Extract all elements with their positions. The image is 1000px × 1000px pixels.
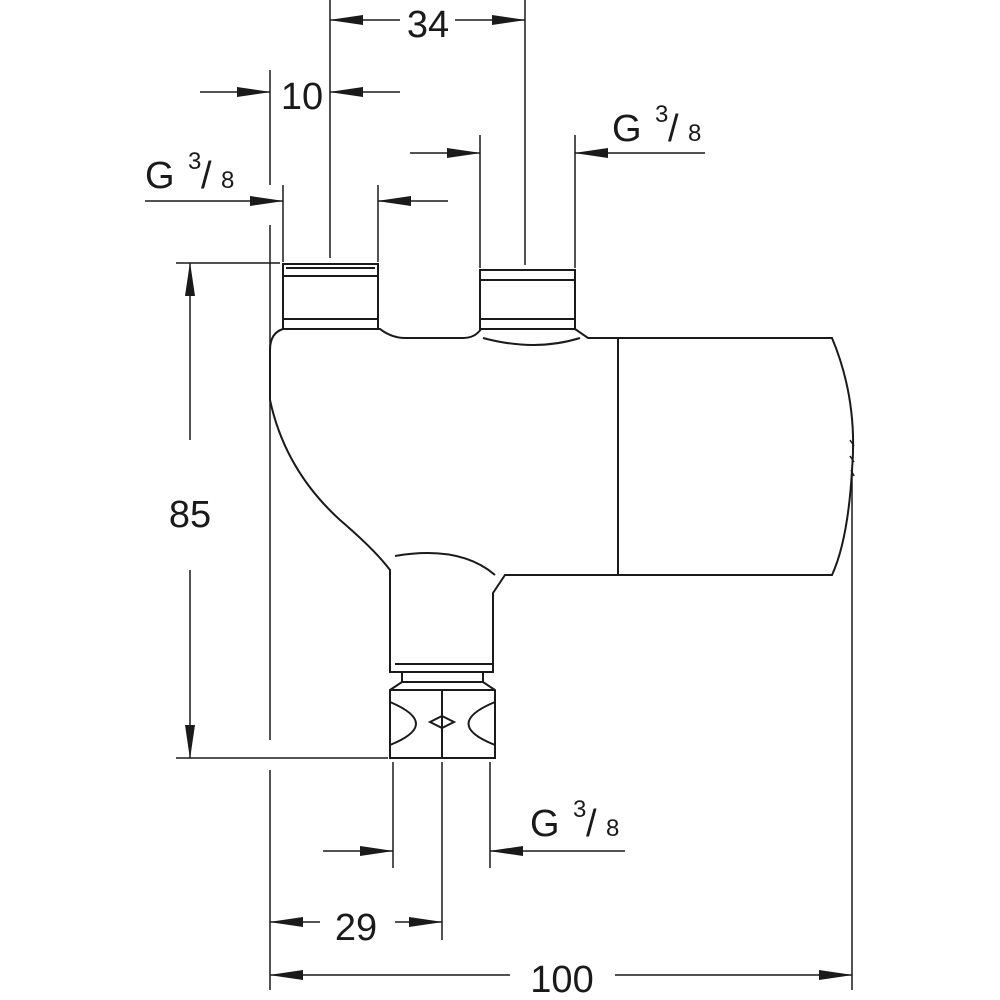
valve-body <box>269 328 855 673</box>
dimension-85-label: 85 <box>169 494 211 536</box>
svg-text:3: 3 <box>188 148 201 175</box>
dimension-29-label: 29 <box>335 907 377 949</box>
svg-text:/: / <box>586 803 597 845</box>
svg-text:3: 3 <box>573 796 586 823</box>
svg-text:/: / <box>668 108 679 150</box>
dimension-10-label: 10 <box>281 76 323 118</box>
extension-lines <box>176 0 853 990</box>
dimension-lines <box>145 14 853 980</box>
dimension-34-label: 34 <box>407 4 449 46</box>
svg-text:8: 8 <box>688 120 701 147</box>
svg-text:8: 8 <box>221 167 234 194</box>
dimension-100-label: 100 <box>530 959 593 1000</box>
svg-text:G: G <box>612 108 642 150</box>
thread-label-top-left: G 3 / 8 <box>145 148 234 197</box>
thread-label-bottom: G 3 / 8 <box>530 796 619 845</box>
inlet-fitting-left <box>282 263 379 330</box>
thread-label-top-right: G 3 / 8 <box>612 101 701 150</box>
svg-text:G: G <box>530 803 560 845</box>
svg-text:/: / <box>201 155 212 197</box>
svg-text:3: 3 <box>655 101 668 128</box>
svg-text:8: 8 <box>606 815 619 842</box>
svg-text:G: G <box>145 155 175 197</box>
inlet-fitting-right <box>479 269 576 330</box>
outlet-nut <box>389 672 496 759</box>
